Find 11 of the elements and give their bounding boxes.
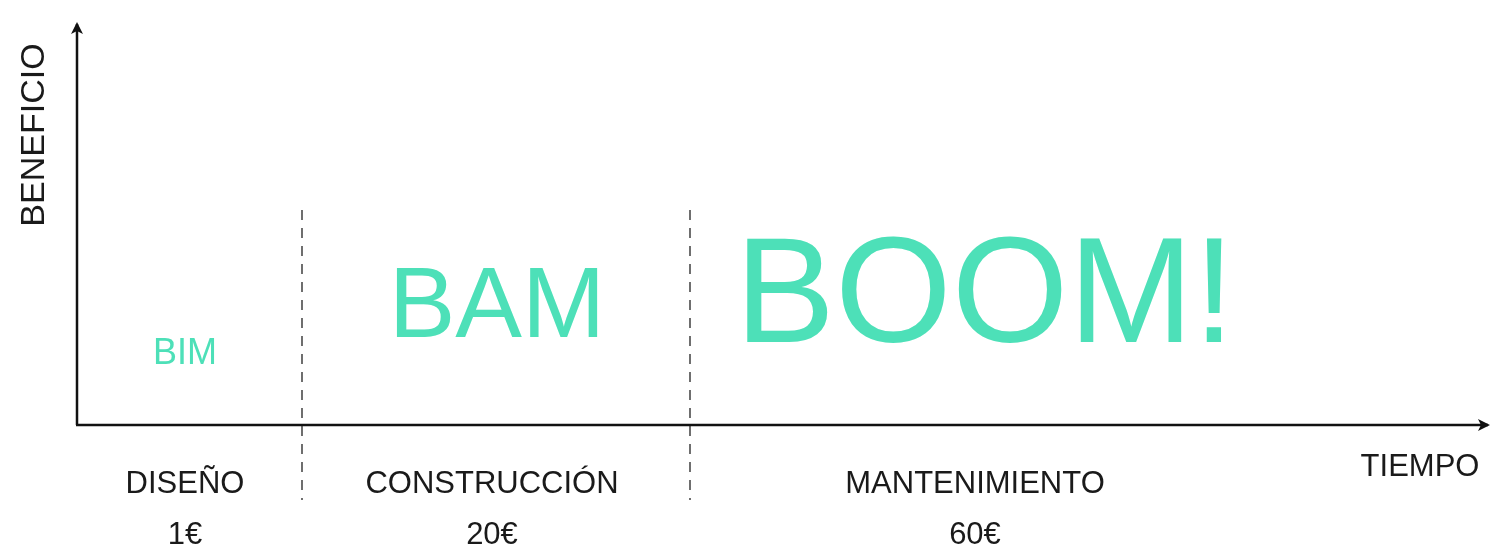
cost-label: 1€ bbox=[167, 517, 203, 549]
phase-label: MANTENIMIENTO bbox=[845, 466, 1105, 498]
axis-title: TIEMPO bbox=[1360, 449, 1480, 481]
cost-label: 20€ bbox=[466, 517, 518, 549]
cost-label: 60€ bbox=[949, 517, 1001, 549]
stage-word: BAM bbox=[388, 252, 606, 352]
phase-label: CONSTRUCCIÓN bbox=[365, 466, 619, 498]
phase-label: DISEÑO bbox=[125, 466, 245, 498]
stage-word: BIM bbox=[153, 334, 217, 370]
stage-word: BOOM! bbox=[735, 215, 1235, 365]
axis-title: BENEFICIO bbox=[15, 43, 49, 227]
